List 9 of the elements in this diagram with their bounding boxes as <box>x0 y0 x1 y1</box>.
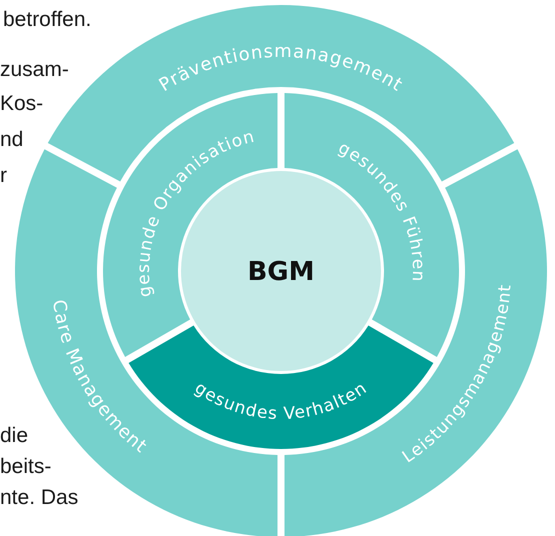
body-text-fragment: r <box>0 164 7 188</box>
body-text-fragment: nte. Das <box>0 486 78 510</box>
center-label: BGM <box>247 257 315 287</box>
body-text-fragment: Kos- <box>0 92 44 116</box>
body-text-fragment: die <box>0 424 28 448</box>
body-text-fragment: nd <box>0 128 24 152</box>
body-text-fragment: beits- <box>0 455 52 479</box>
body-text-fragment: zusam- <box>0 58 69 82</box>
body-text-fragment: betroffen. <box>3 8 92 32</box>
